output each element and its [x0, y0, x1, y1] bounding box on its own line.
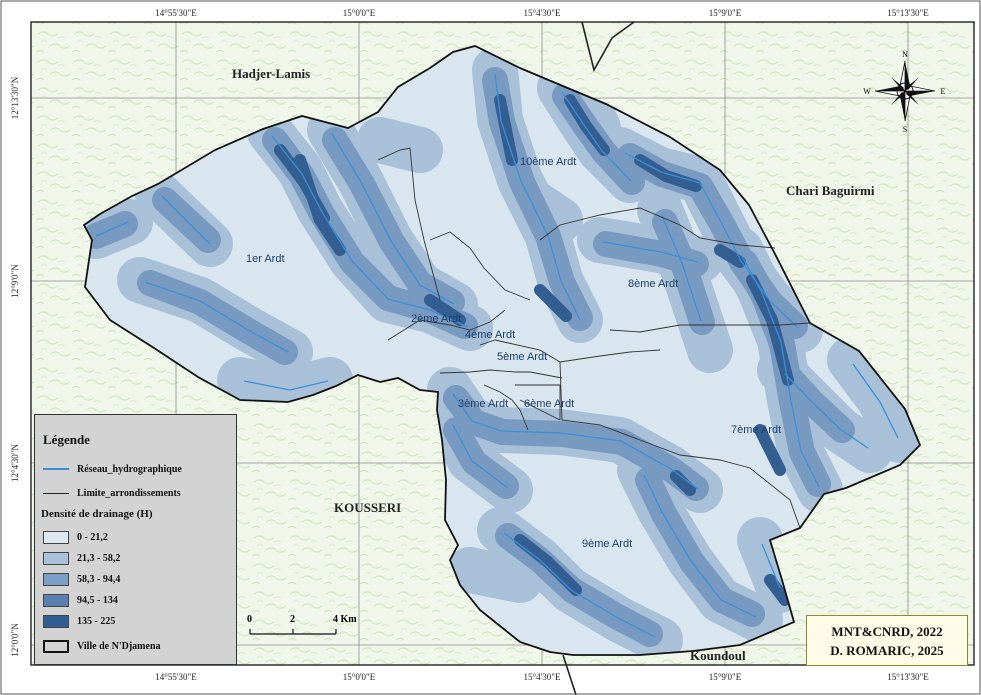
- compass-n: N: [902, 50, 908, 59]
- scale-label: 0: [247, 614, 252, 625]
- top-tick-label: 15°4'30"E: [523, 8, 561, 18]
- boundary-line-icon: [43, 492, 69, 494]
- ardt-label-6: 6ème Ardt: [524, 398, 575, 410]
- ardt-label-1: 1er Ardt: [246, 253, 285, 265]
- top-tick-label: 14°55'30"E: [155, 8, 197, 18]
- scale-label: 4 Km: [333, 614, 357, 625]
- scale-label: 2: [290, 614, 295, 625]
- legend-class-label: 21,3 - 58,2: [77, 552, 121, 564]
- bottom-tick-label: 14°55'30"E: [155, 672, 197, 682]
- legend-class-row: 0 - 21,2: [43, 529, 108, 545]
- ardt-label-4: 4ème Ardt: [465, 329, 516, 341]
- legend-class-label: 0 - 21,2: [77, 531, 108, 543]
- legend-class-label: 94,5 - 134: [77, 594, 118, 606]
- left-tick-label: 12°4'30"N: [10, 444, 20, 482]
- ardt-label-10: 10ème Ardt: [520, 156, 577, 168]
- external-boundaries: [562, 21, 635, 695]
- ardt-label-2: 2ème Ardt: [411, 313, 462, 325]
- legend-class-row: 135 - 225: [43, 613, 115, 629]
- legend-title: Légende: [43, 432, 90, 447]
- ardt-label-8: 8ème Ardt: [628, 278, 679, 290]
- credit-line-1: MNT&CNRD, 2022: [831, 624, 943, 639]
- bottom-tick-label: 15°4'30"E: [523, 672, 561, 682]
- compass-e: E: [941, 87, 946, 96]
- ardt-label-9: 9ème Ardt: [582, 538, 633, 550]
- legend-class-row: 21,3 - 58,2: [43, 550, 120, 566]
- top-tick-label: 15°9'0"E: [708, 8, 742, 18]
- legend-class-label: 58,3 - 94,4: [77, 573, 121, 585]
- legend-row-river: Réseau_hydrographique: [43, 461, 182, 477]
- bottom-tick-label: 15°9'0"E: [708, 672, 742, 682]
- top-tick-label: 15°0'0"E: [342, 8, 376, 18]
- legend-row-city: Ville de N'Djamena: [43, 638, 161, 654]
- left-tick-label: 12°13'30"N: [10, 76, 20, 120]
- scale-bar: 0 2 4 Km: [244, 612, 384, 642]
- legend-row-boundary: Limite_arrondissements: [43, 485, 181, 501]
- arrondissement-boundaries: [377, 147, 811, 529]
- bottom-tick-label: 15°13'30"E: [887, 672, 929, 682]
- density-swatch: [43, 593, 69, 607]
- top-tick-label: 15°13'30"E: [887, 8, 929, 18]
- map-border: [30, 21, 975, 666]
- legend-label-river: Réseau_hydrographique: [77, 463, 182, 475]
- region-label-hadjer-lamis: Hadjer-Lamis: [232, 66, 311, 81]
- density-swatch: [43, 572, 69, 586]
- hydrographic-network: [95, 73, 899, 638]
- legend-class-row: 58,3 - 94,4: [43, 571, 120, 587]
- left-tick-label: 12°0'0"N: [10, 623, 20, 657]
- river-line-icon: [43, 468, 69, 470]
- left-tick-label: 12°9'0"N: [10, 264, 20, 298]
- compass-s: S: [903, 125, 907, 134]
- credit-line-2: D. ROMARIC, 2025: [830, 643, 944, 658]
- credits-box: MNT&CNRD, 2022 D. ROMARIC, 2025: [806, 615, 968, 666]
- legend-density-title: Densité de drainage (H): [41, 508, 153, 520]
- region-label-chari-baguirmi: Chari Baguirmi: [786, 183, 875, 198]
- region-label-kousseri: KOUSSERI: [334, 500, 402, 515]
- region-label-koundoul: Koundoul: [690, 648, 746, 663]
- ardt-label-7: 7ème Ardt: [731, 424, 782, 436]
- compass-rose-icon: N S E W: [863, 50, 946, 134]
- city-outline-swatch: [43, 639, 69, 653]
- legend-class-label: 135 - 225: [77, 615, 116, 627]
- ardt-label-3: 3ème Ardt: [458, 398, 509, 410]
- city-boundary: [82, 45, 922, 656]
- legend-class-row: 94,5 - 134: [43, 592, 118, 608]
- legend-label-city: Ville de N'Djamena: [77, 640, 161, 652]
- density-swatch: [43, 614, 69, 628]
- compass-w: W: [863, 87, 871, 96]
- legend-label-boundary: Limite_arrondissements: [77, 487, 181, 499]
- density-swatch: [43, 551, 69, 565]
- density-swatch: [43, 530, 69, 544]
- ardt-label-5: 5ème Ardt: [497, 351, 548, 363]
- bottom-tick-label: 15°0'0"E: [342, 672, 376, 682]
- map-legend: Légende Réseau_hydrographique Limite_arr…: [34, 414, 237, 665]
